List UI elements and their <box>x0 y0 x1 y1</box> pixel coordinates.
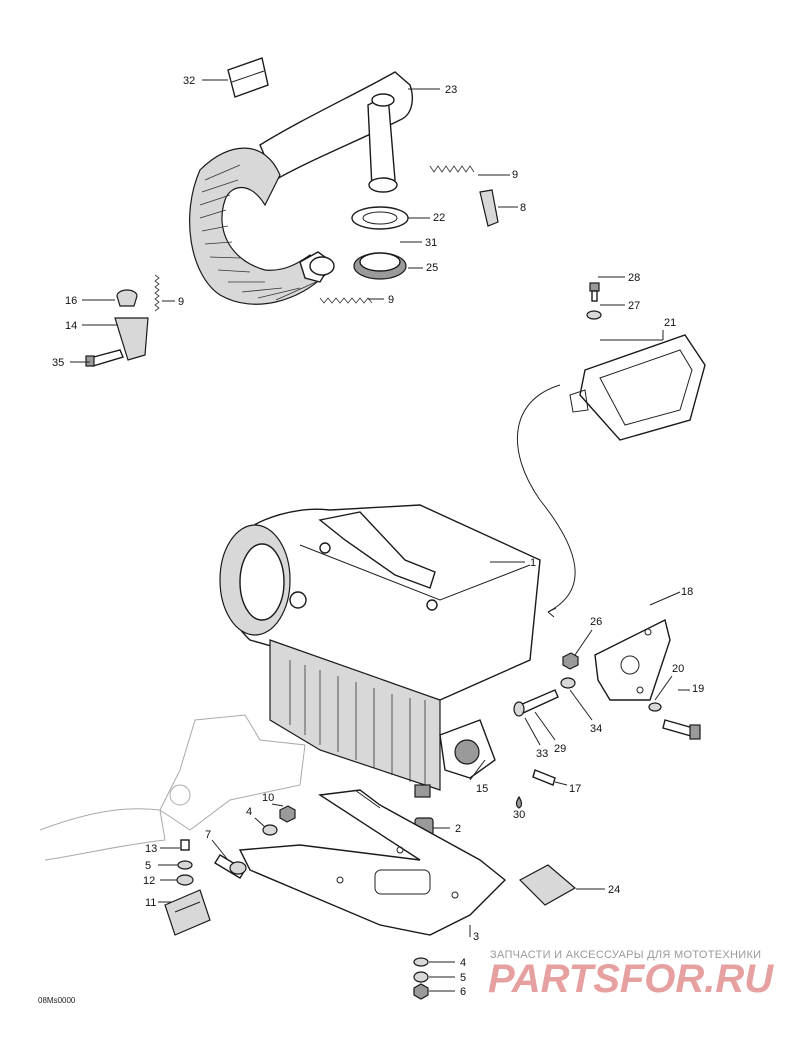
mount-parts-lower-left <box>164 839 247 936</box>
callout-14: 14 <box>65 320 77 332</box>
air-duct-21 <box>569 334 706 441</box>
stud-17 <box>532 769 556 786</box>
callout-6: 6 <box>460 986 466 998</box>
exhaust-pipe <box>189 71 413 305</box>
callout-2: 2 <box>455 823 461 835</box>
pad-24 <box>519 864 577 906</box>
callout-35: 35 <box>52 357 64 369</box>
callout-29: 29 <box>554 743 566 755</box>
callout-8: 8 <box>520 202 526 214</box>
mount-parts-left <box>85 289 149 367</box>
callout-15: 15 <box>476 783 488 795</box>
callout-22: 22 <box>433 212 445 224</box>
seal-25 <box>353 252 407 280</box>
springs-9 <box>154 165 475 312</box>
callout-1: 1 <box>530 557 536 569</box>
callout-9b: 9 <box>388 294 394 306</box>
callout-4b: 4 <box>460 957 466 969</box>
callout-20: 20 <box>672 663 684 675</box>
callout-19: 19 <box>692 683 704 695</box>
callout-31: 31 <box>425 237 437 249</box>
diagram-code: 08Ms0000 <box>38 996 76 1005</box>
exhaust-manifold-ghost <box>39 714 306 861</box>
callout-21: 21 <box>664 317 676 329</box>
callout-11: 11 <box>145 897 156 909</box>
callout-27: 27 <box>628 300 640 312</box>
support-plate-3 <box>238 789 507 936</box>
engine-1 <box>219 504 541 798</box>
callout-18: 18 <box>681 586 693 598</box>
callout-12: 12 <box>143 875 155 887</box>
callout-13: 13 <box>145 843 157 855</box>
gasket-22 <box>351 206 409 230</box>
callout-24: 24 <box>608 884 620 896</box>
callout-34: 34 <box>590 723 602 735</box>
callouts: 32 23 9 8 22 31 25 9 16 14 35 9 28 27 21… <box>52 75 704 998</box>
callout-25: 25 <box>426 262 438 274</box>
callout-9c: 9 <box>178 296 184 308</box>
callout-30: 30 <box>513 809 525 821</box>
callout-32: 32 <box>183 75 195 87</box>
watermark-caption: ЗАПЧАСТИ И АКСЕССУАРЫ ДЛЯ МОТОТЕХНИКИ <box>490 949 761 961</box>
mount-parts-right <box>513 618 701 740</box>
callout-7: 7 <box>205 829 211 841</box>
callout-28: 28 <box>628 272 640 284</box>
watermark-brand: PARTSFOR.RU <box>488 957 774 1001</box>
drop-30 <box>515 795 523 809</box>
callout-33: 33 <box>536 748 548 760</box>
bolt-28-washer-27 <box>586 282 602 320</box>
callout-5a: 5 <box>145 860 151 872</box>
callout-26: 26 <box>590 616 602 628</box>
sleeve-32 <box>227 57 269 98</box>
callout-4a: 4 <box>246 806 252 818</box>
callout-16: 16 <box>65 295 77 307</box>
callout-17: 17 <box>569 783 581 795</box>
callout-3: 3 <box>473 931 479 943</box>
callout-9a: 9 <box>512 169 518 181</box>
nut-stack-lower <box>413 957 429 1000</box>
callout-23: 23 <box>445 84 457 96</box>
callout-5b: 5 <box>460 972 466 984</box>
callout-10: 10 <box>262 792 274 804</box>
routing-line <box>517 384 576 613</box>
bracket-8 <box>479 189 499 227</box>
